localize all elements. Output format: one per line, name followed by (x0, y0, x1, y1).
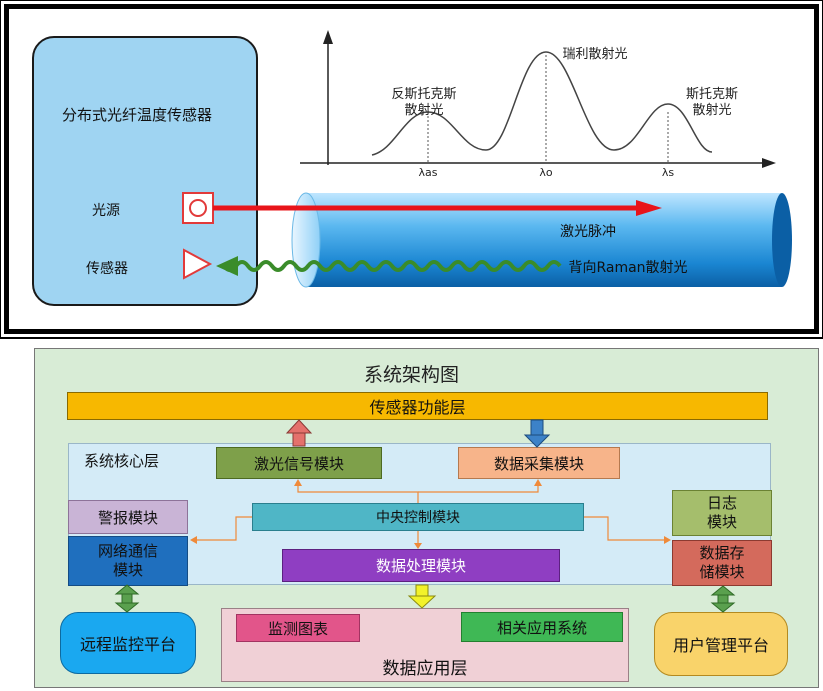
anti-stokes-label-1: 反斯托克斯 (391, 87, 456, 102)
user-management-platform: 用户管理平台 (654, 612, 788, 676)
storage-module-line-2: 储模块 (699, 563, 745, 581)
network-module-line-1: 网络通信 (97, 542, 158, 560)
storage-module-line-1: 数据存 (699, 544, 745, 562)
laser-pulse-label: 激光脉冲 (560, 223, 616, 240)
laser-pulse-arrow (213, 200, 662, 216)
data-acquisition-module: 数据采集模块 (458, 447, 620, 479)
light-source-label: 光源 (92, 203, 120, 219)
sensor-label: 传感器 (86, 261, 128, 277)
alarm-module: 警报模块 (68, 500, 188, 534)
spectrum-axes (300, 30, 776, 168)
network-module-line-2: 模块 (112, 561, 143, 579)
related-application-system: 相关应用系统 (461, 612, 623, 642)
storage-module: 数据存 储模块 (672, 540, 772, 586)
backscatter-wave-arrow (216, 256, 562, 276)
data-application-layer-label: 数据应用层 (382, 659, 468, 679)
log-module: 日志 模块 (672, 490, 772, 536)
tick-0: λo (539, 166, 553, 179)
tick-s: λs (662, 166, 675, 179)
log-module-line-1: 日志 (706, 494, 737, 512)
anti-stokes-label-2: 散射光 (404, 102, 443, 118)
sensor-layer: 传感器功能层 (67, 392, 768, 420)
stokes-label-2: 散射光 (692, 102, 731, 118)
stokes-label-1: 斯托克斯 (686, 87, 738, 102)
remote-monitoring-platform: 远程监控平台 (60, 612, 196, 674)
network-module: 网络通信 模块 (68, 536, 188, 586)
architecture-title: 系统架构图 (363, 364, 459, 386)
detector-triangle-icon (183, 248, 213, 280)
data-processing-module: 数据处理模块 (282, 549, 560, 582)
central-control-module: 中央控制模块 (252, 503, 584, 531)
sensor-box (32, 36, 258, 306)
rayleigh-label: 瑞利散射光 (562, 46, 627, 62)
tick-as: λas (419, 166, 438, 179)
light-source-icon (182, 192, 214, 224)
spectrum-curve (371, 51, 713, 156)
core-layer-label: 系统核心层 (84, 452, 160, 470)
laser-signal-module: 激光信号模块 (216, 447, 382, 479)
monitoring-chart: 监测图表 (236, 614, 360, 642)
top-diagram-graphics: λas λo λs 反斯托克斯 散射光 瑞利散射光 斯托克斯 散射光 激光脉冲 … (182, 30, 792, 288)
log-module-line-2: 模块 (706, 513, 737, 531)
backscatter-label: 背向Raman散射光 (568, 260, 687, 276)
sensor-box-title: 分布式光纤温度传感器 (62, 106, 213, 124)
